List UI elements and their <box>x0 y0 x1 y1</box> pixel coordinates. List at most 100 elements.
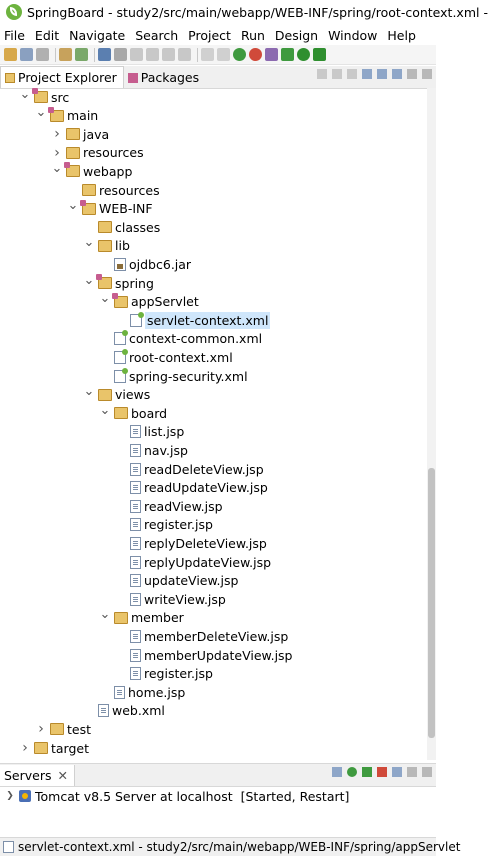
format-icon[interactable] <box>217 48 230 61</box>
stop-icon[interactable] <box>249 48 262 61</box>
chevron-right-icon[interactable]: › <box>54 144 60 161</box>
tree-scrollbar[interactable] <box>427 88 436 760</box>
view-menu-icon[interactable] <box>407 69 417 79</box>
menu-window[interactable]: Window <box>328 27 378 43</box>
tree-item[interactable]: ⌄lib <box>82 235 130 255</box>
chevron-down-icon[interactable]: ⌄ <box>67 198 79 214</box>
tree-item[interactable]: register.jsp <box>114 665 213 683</box>
server-row[interactable]: ❯ Tomcat v8.5 Server at localhost [Start… <box>0 787 349 805</box>
step-return-icon[interactable] <box>178 48 191 61</box>
save-all-icon[interactable] <box>36 48 49 61</box>
back-icon[interactable] <box>317 69 327 79</box>
tree-item[interactable]: replyUpdateView.jsp <box>114 553 271 571</box>
tree-item[interactable]: ⌄src <box>18 86 70 106</box>
tree-item[interactable]: writeView.jsp <box>114 590 226 608</box>
tree-item[interactable]: classes <box>82 218 160 236</box>
publish-icon[interactable] <box>392 767 402 777</box>
terminal-icon[interactable] <box>98 48 111 61</box>
filter-icon[interactable] <box>392 69 402 79</box>
spring-boot-icon[interactable] <box>233 48 246 61</box>
chevron-down-icon[interactable]: ⌄ <box>83 384 95 400</box>
tree-item[interactable]: memberUpdateView.jsp <box>114 646 293 664</box>
tree-item[interactable]: ⌄spring <box>82 272 154 292</box>
chevron-right-icon[interactable]: › <box>22 740 28 756</box>
tree-item[interactable]: ›test <box>34 720 91 738</box>
forward-icon[interactable] <box>332 69 342 79</box>
new-icon[interactable] <box>4 48 17 61</box>
chevron-down-icon[interactable]: ⌄ <box>99 607 111 623</box>
tree-item[interactable]: root-context.xml <box>98 348 233 366</box>
chevron-down-icon[interactable]: ⌄ <box>83 235 95 251</box>
menu-help[interactable]: Help <box>387 27 416 43</box>
tree-item[interactable]: ⌄appServlet <box>98 291 199 311</box>
chevron-down-icon[interactable]: ⌄ <box>99 291 111 307</box>
menu-search[interactable]: Search <box>135 27 179 43</box>
close-icon[interactable]: ✕ <box>57 767 68 783</box>
chevron-right-icon[interactable]: ❯ <box>6 791 14 801</box>
open-type-icon[interactable] <box>59 48 72 61</box>
tree-item[interactable]: readView.jsp <box>114 497 223 515</box>
scrollbar-thumb[interactable] <box>428 468 435 738</box>
menu-project[interactable]: Project <box>188 27 231 43</box>
server-icon[interactable] <box>265 48 278 61</box>
start-server-icon[interactable] <box>347 767 357 777</box>
step-over-icon[interactable] <box>162 48 175 61</box>
step-icon[interactable] <box>146 48 159 61</box>
minimize-icon[interactable] <box>422 69 432 79</box>
collapse-all-icon[interactable] <box>362 69 372 79</box>
tree-item[interactable]: home.jsp <box>98 683 185 701</box>
tree-item[interactable]: ⌄member <box>98 607 184 627</box>
skip-breakpoints-icon[interactable] <box>130 48 143 61</box>
menu-file[interactable]: File <box>4 27 25 43</box>
menu-navigate[interactable]: Navigate <box>69 27 126 43</box>
toggle-mark-icon[interactable] <box>201 48 214 61</box>
run-icon[interactable] <box>297 48 310 61</box>
menu-edit[interactable]: Edit <box>34 27 60 43</box>
tree-item[interactable]: ›target <box>18 739 89 757</box>
save-icon[interactable] <box>20 48 33 61</box>
debug-server-icon[interactable] <box>332 767 342 777</box>
tree-item[interactable]: spring-security.xml <box>98 367 248 385</box>
tree-item[interactable]: ›java <box>50 125 109 143</box>
tree-item[interactable]: ⌄webapp <box>50 160 133 180</box>
tab-servers[interactable]: Servers ✕ <box>0 764 75 786</box>
tree-item[interactable]: ojdbc6.jar <box>98 255 191 273</box>
tree-item[interactable]: memberDeleteView.jsp <box>114 627 288 645</box>
chevron-down-icon[interactable]: ⌄ <box>35 105 47 121</box>
menu-design[interactable]: Design <box>274 27 319 43</box>
debug-icon[interactable] <box>114 48 127 61</box>
tree-item[interactable]: ⌄views <box>82 384 151 404</box>
tree-item[interactable]: nav.jsp <box>114 441 188 459</box>
chevron-down-icon[interactable]: ⌄ <box>83 272 95 288</box>
open-resource-icon[interactable] <box>75 48 88 61</box>
tree-item[interactable]: list.jsp <box>114 423 184 441</box>
tree-item[interactable]: readUpdateView.jsp <box>114 479 268 497</box>
tree-item[interactable]: web.xml <box>82 702 165 720</box>
tree-item[interactable]: ⌄main <box>34 105 99 125</box>
tree-item[interactable]: ⌄board <box>98 402 168 422</box>
tab-packages[interactable]: Packages <box>124 67 205 88</box>
tree-item[interactable]: updateView.jsp <box>114 572 238 590</box>
external-tools-icon[interactable] <box>313 48 326 61</box>
tree-item[interactable]: register.jsp <box>114 516 213 534</box>
tree-item[interactable]: ⌄WEB-INF <box>66 198 153 218</box>
up-icon[interactable] <box>347 69 357 79</box>
chevron-down-icon[interactable]: ⌄ <box>19 86 31 102</box>
tree-item[interactable]: context-common.xml <box>98 330 262 348</box>
link-editor-icon[interactable] <box>377 69 387 79</box>
chevron-down-icon[interactable]: ⌄ <box>99 402 111 418</box>
tree-item[interactable]: resources <box>66 181 160 199</box>
menu-run[interactable]: Run <box>240 27 265 43</box>
view-menu-icon[interactable] <box>407 767 417 777</box>
tree-item[interactable]: readDeleteView.jsp <box>114 460 264 478</box>
tab-project-explorer[interactable]: Project Explorer <box>0 66 124 88</box>
tree-item[interactable]: ›resources <box>50 144 143 162</box>
tree-item[interactable]: replyDeleteView.jsp <box>114 534 267 552</box>
chevron-down-icon[interactable]: ⌄ <box>51 160 63 176</box>
minimize-icon[interactable] <box>422 767 432 777</box>
tree-item[interactable]: servlet-context.xml <box>114 311 271 329</box>
debug-run-icon[interactable] <box>281 48 294 61</box>
chevron-right-icon[interactable]: › <box>54 126 60 143</box>
profile-server-icon[interactable] <box>362 767 372 777</box>
stop-server-icon[interactable] <box>377 767 387 777</box>
